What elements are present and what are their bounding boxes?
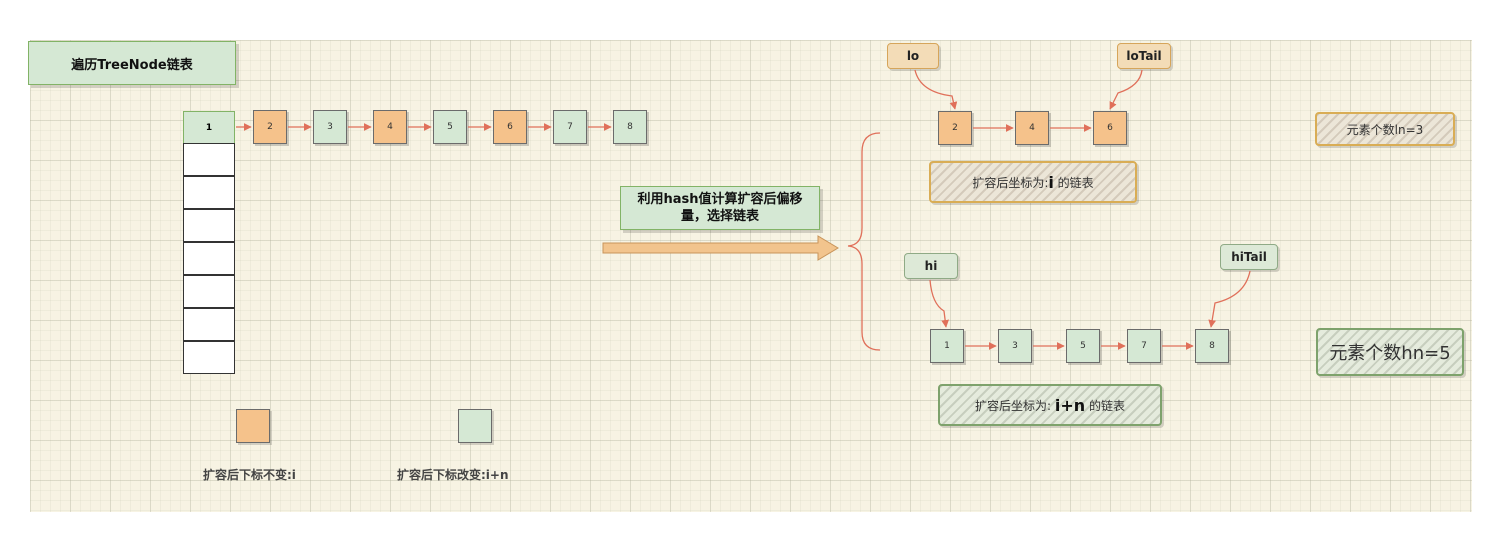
bucket-cell	[183, 242, 235, 275]
hi-caption-suffix: 的链表	[1085, 398, 1125, 413]
top-chain-node: 3	[313, 110, 347, 144]
lo-list-node: 2	[938, 111, 972, 145]
legend-unchanged-label: 扩容后下标不变:i	[203, 468, 296, 482]
hi-caption-prefix: 扩容后坐标为:	[975, 398, 1055, 413]
bucket-cell	[183, 176, 235, 209]
hi-list-node: 1	[930, 329, 964, 363]
lo-tail-pointer: loTail	[1117, 43, 1171, 69]
top-chain-node: 8	[613, 110, 647, 144]
diagram-title: 遍历TreeNode链表	[28, 41, 236, 85]
lo-caption-suffix: 的链表	[1053, 175, 1094, 190]
top-chain-node: 2	[253, 110, 287, 144]
lo-list-node: 6	[1093, 111, 1127, 145]
bucket-cell	[183, 143, 235, 176]
lo-head-pointer: lo	[887, 43, 939, 69]
hi-list-node: 5	[1066, 329, 1100, 363]
bucket-cell	[183, 275, 235, 308]
hi-tail-arrow	[1208, 270, 1251, 328]
legend-changed-label: 扩容后下标改变:i+n	[397, 468, 509, 482]
lo-caption-prefix: 扩容后坐标为:	[972, 175, 1049, 190]
bucket-cell	[183, 308, 235, 341]
legend-orange-swatch	[236, 409, 270, 443]
lo-head-arrow	[914, 69, 958, 110]
top-chain-node: 6	[493, 110, 527, 144]
hi-list-node: 7	[1127, 329, 1161, 363]
split-brace	[847, 132, 881, 351]
lo-list-node: 4	[1015, 111, 1049, 145]
lo-count-label: 元素个数ln=3	[1315, 112, 1455, 146]
lo-tail-arrow	[1109, 69, 1143, 110]
hi-head-pointer: hi	[904, 253, 958, 279]
hi-count-label: 元素个数hn=5	[1316, 328, 1464, 376]
hi-head-arrow	[929, 279, 949, 328]
hi-list-node: 8	[1195, 329, 1229, 363]
legend-green-swatch	[458, 409, 492, 443]
top-chain-node: 4	[373, 110, 407, 144]
top-chain-node: 5	[433, 110, 467, 144]
bucket-cell-1: 1	[183, 111, 235, 144]
bucket-cell	[183, 341, 235, 374]
lo-list-caption: 扩容后坐标为: i 的链表	[929, 161, 1137, 203]
big-split-arrow	[602, 235, 839, 261]
bucket-cell	[183, 209, 235, 242]
hi-tail-pointer: hiTail	[1220, 244, 1278, 270]
hi-list-caption: 扩容后坐标为: i+n 的链表	[938, 384, 1162, 426]
hi-caption-var: i+n	[1054, 395, 1086, 415]
top-chain-node: 7	[553, 110, 587, 144]
hi-list-node: 3	[998, 329, 1032, 363]
lo-caption-var: i	[1048, 172, 1054, 192]
split-operation-label: 利用hash值计算扩容后偏移量，选择链表	[620, 186, 820, 230]
